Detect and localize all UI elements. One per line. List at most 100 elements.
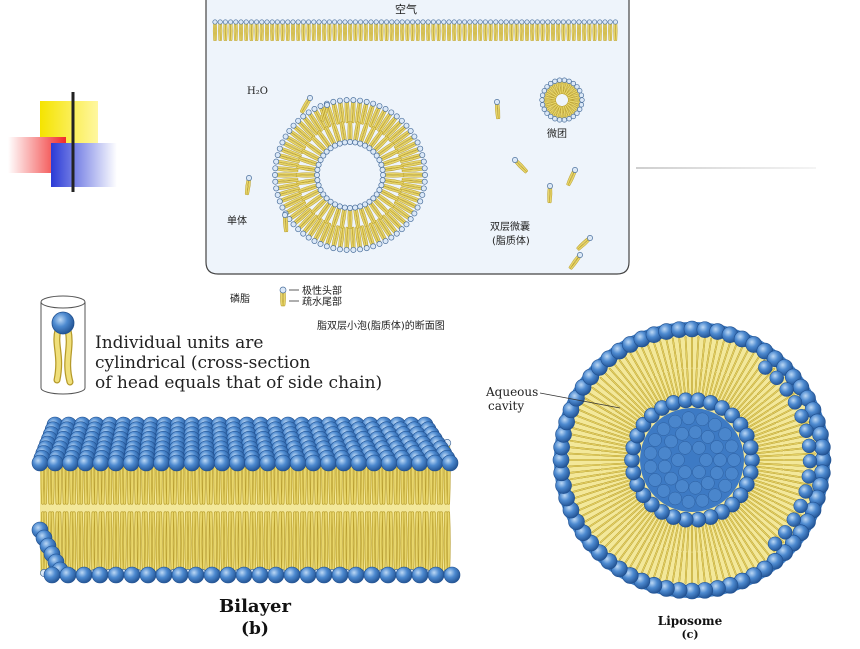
slab-head-top <box>47 455 63 471</box>
slab-head-top <box>138 455 154 471</box>
cavity-head <box>658 447 671 460</box>
cavity-head <box>708 489 721 502</box>
liposome-surface-head <box>794 499 808 513</box>
slab-head-bottom <box>140 567 156 583</box>
slab-head-top <box>260 455 276 471</box>
cavity-head <box>689 426 702 439</box>
cavity-head <box>719 428 732 441</box>
vesicle-diagram: 空气 H₂O 微团 单体 双层微囊 (脂质体) 磷脂 极性头部 疏水尾部 脂双层… <box>205 0 630 335</box>
bilayer-diagram: Individual units are cylindrical (cross-… <box>0 290 470 645</box>
air-label: 空气 <box>395 2 417 16</box>
cavity-head <box>696 413 709 426</box>
slab-head-top <box>153 455 169 471</box>
unit-description-line1: Individual units are <box>95 333 263 353</box>
liposome-surface-head <box>802 469 816 483</box>
cavity-head <box>719 479 732 492</box>
cavity-head <box>725 467 738 480</box>
cavity-head <box>676 480 689 493</box>
slab-head-bottom <box>412 567 428 583</box>
slab-head-bottom <box>188 567 204 583</box>
liposome-sublabel: (c) <box>681 628 698 641</box>
slab-head-top <box>229 455 245 471</box>
cavity-head <box>649 434 662 447</box>
slab-head-top <box>214 455 230 471</box>
cavity-head <box>672 454 685 467</box>
liposome-surface-head <box>778 525 792 539</box>
slab-head-bottom <box>92 567 108 583</box>
unit-description-line2: cylindrical (cross-section <box>95 353 310 373</box>
slab-head-top <box>427 455 443 471</box>
slab-head-top <box>290 455 306 471</box>
cavity-head <box>657 423 670 436</box>
slab-head-top <box>108 455 124 471</box>
slab-head-bottom <box>364 567 380 583</box>
slab-head-top <box>336 455 352 471</box>
slab-head-bottom <box>284 567 300 583</box>
slab-head-top <box>245 455 261 471</box>
slab-head-bottom <box>444 567 460 583</box>
cavity-head <box>682 412 695 425</box>
slab-head-bottom <box>60 567 76 583</box>
slab-head-bottom <box>396 567 412 583</box>
cavity-head <box>649 473 662 486</box>
slide-divider-line <box>636 167 816 169</box>
slab-head-top <box>442 455 458 471</box>
slab-head-top <box>351 455 367 471</box>
liposome-diagram: Aqueous cavity Liposome (c) <box>470 300 860 645</box>
liposome-surface-head <box>802 439 816 453</box>
liposome-surface-head <box>770 371 784 385</box>
slab-head-bottom <box>220 567 236 583</box>
cavity-head <box>693 466 706 479</box>
bilayer-panel: Individual units are cylindrical (cross-… <box>0 290 470 645</box>
slab-head-bottom <box>300 567 316 583</box>
slab-head-top <box>32 455 48 471</box>
aqueous-label-line2: cavity <box>488 399 524 413</box>
monomer-label: 单体 <box>227 215 247 227</box>
cavity-head <box>725 440 738 453</box>
cavity-head <box>708 418 721 431</box>
liposome-surface-head <box>787 513 801 527</box>
cavity-head <box>669 415 682 428</box>
slab-head-top <box>123 455 139 471</box>
cavity-head <box>679 466 692 479</box>
cavity-head <box>657 484 670 497</box>
slab-head-top <box>169 455 185 471</box>
slab-head-bottom <box>76 567 92 583</box>
cavity-head <box>644 447 657 460</box>
slab-head-bottom <box>268 567 284 583</box>
liposome-surface-head <box>780 383 794 397</box>
slab-head-bottom <box>332 567 348 583</box>
slab-head-top <box>366 455 382 471</box>
vesicle-label-line1: 双层微囊 <box>490 220 530 233</box>
cavity-head <box>693 441 706 454</box>
water-label: H₂O <box>247 86 268 97</box>
slab-head-bottom <box>252 567 268 583</box>
liposome-surface-head <box>788 395 802 409</box>
liposome-surface-head <box>795 409 809 423</box>
slab-head-bottom <box>108 567 124 583</box>
slab-head-top <box>62 455 78 471</box>
slab-head-top <box>321 455 337 471</box>
liposome-panel: Aqueous cavity Liposome (c) <box>470 300 860 645</box>
vesicle-label-line2: (脂质体) <box>492 234 530 247</box>
cavity-head <box>665 435 678 448</box>
slab-head-bottom <box>172 567 188 583</box>
slab-head-top <box>199 455 215 471</box>
cavity-head <box>696 494 709 507</box>
slab-head-top <box>381 455 397 471</box>
slab-head-top <box>184 455 200 471</box>
liposome-surface-head <box>758 361 772 375</box>
cavity-head <box>710 467 723 480</box>
logo-shapes <box>0 0 210 200</box>
slide-logo-decoration <box>0 0 210 200</box>
cavity-head <box>669 492 682 505</box>
cavity-head <box>682 495 695 508</box>
liposome-sphere <box>553 321 831 599</box>
vesicle-diagram-panel: 空气 H₂O 微团 单体 双层微囊 (脂质体) 磷脂 极性头部 疏水尾部 脂双层… <box>205 0 630 335</box>
slab-head-bottom <box>348 567 364 583</box>
slab-head-bottom <box>380 567 396 583</box>
cavity-head <box>679 441 692 454</box>
liposome-surface-head <box>768 537 782 551</box>
slab-head-top <box>305 455 321 471</box>
cavity-head <box>700 454 713 467</box>
